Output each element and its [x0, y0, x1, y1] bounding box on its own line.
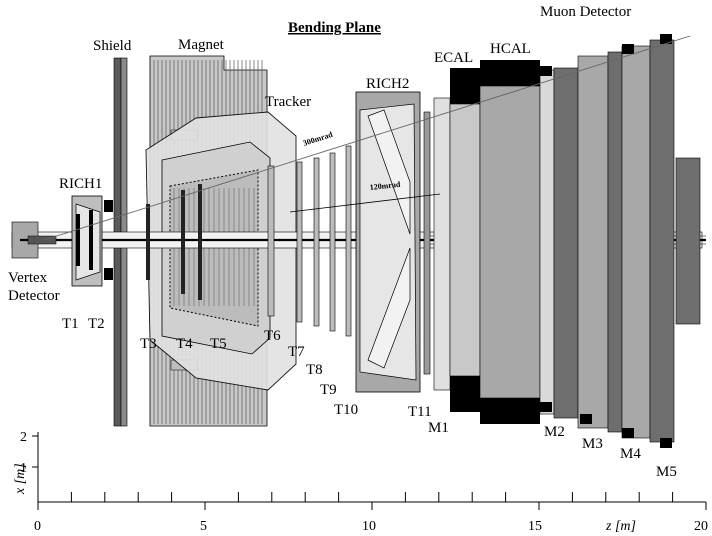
label-rich1: RICH1 — [59, 176, 102, 192]
label-vertex-2: Detector — [8, 288, 60, 304]
station-m2: M2 — [544, 424, 565, 440]
station-t7: T7 — [288, 344, 305, 360]
axes: 2 1 x [m] 0 5 10 15 20 z [m] — [13, 430, 708, 534]
label-shield: Shield — [93, 38, 132, 54]
z-tick-label-10: 10 — [362, 519, 376, 534]
label-muon-detector: Muon Detector — [540, 4, 631, 20]
label-rich2: RICH2 — [366, 76, 409, 92]
z-axis-label: z [m] — [605, 519, 636, 534]
station-t5: T5 — [210, 336, 227, 352]
x-tick-label-1: 1 — [20, 461, 27, 476]
z-tick-label-0: 0 — [34, 519, 41, 534]
acceptance-lines — [43, 35, 691, 241]
station-t2: T2 — [88, 316, 105, 332]
z-minor-ticks — [37, 492, 707, 510]
tracking-stations — [76, 111, 431, 375]
hcal — [479, 60, 541, 424]
label-vertex-1: Vertex — [8, 270, 48, 286]
station-t10: T10 — [334, 402, 358, 418]
station-t3: T3 — [140, 336, 157, 352]
station-m1: M1 — [428, 420, 449, 436]
muon-detector — [539, 34, 701, 448]
label-hcal: HCAL — [490, 41, 531, 57]
label-magnet: Magnet — [178, 37, 225, 53]
tracker-envelope — [145, 111, 297, 391]
rich2 — [355, 91, 421, 393]
x-tick-label-2: 2 — [20, 430, 27, 445]
station-t4: T4 — [176, 336, 193, 352]
ecal — [433, 68, 481, 412]
station-m3: M3 — [582, 436, 603, 452]
z-tick-label-20: 20 — [694, 519, 708, 534]
x-axis-label: x [m] — [13, 463, 28, 495]
z-tick-label-15: 15 — [528, 519, 542, 534]
label-angle-300: 300mrad — [302, 130, 334, 148]
label-ecal: ECAL — [434, 50, 473, 66]
station-t6: T6 — [264, 328, 281, 344]
station-t9: T9 — [320, 382, 337, 398]
vertex-detector — [27, 235, 57, 245]
station-m4: M4 — [620, 446, 641, 462]
label-tracker: Tracker — [265, 94, 311, 110]
rich1 — [71, 195, 113, 287]
label-angle-120: 120mrad — [369, 180, 401, 192]
z-tick-label-5: 5 — [200, 519, 207, 534]
station-m5: M5 — [656, 464, 677, 480]
station-t1: T1 — [62, 316, 79, 332]
station-t11: T11 — [408, 404, 432, 420]
station-t8: T8 — [306, 362, 323, 378]
title-bending-plane: Bending Plane — [288, 20, 381, 36]
